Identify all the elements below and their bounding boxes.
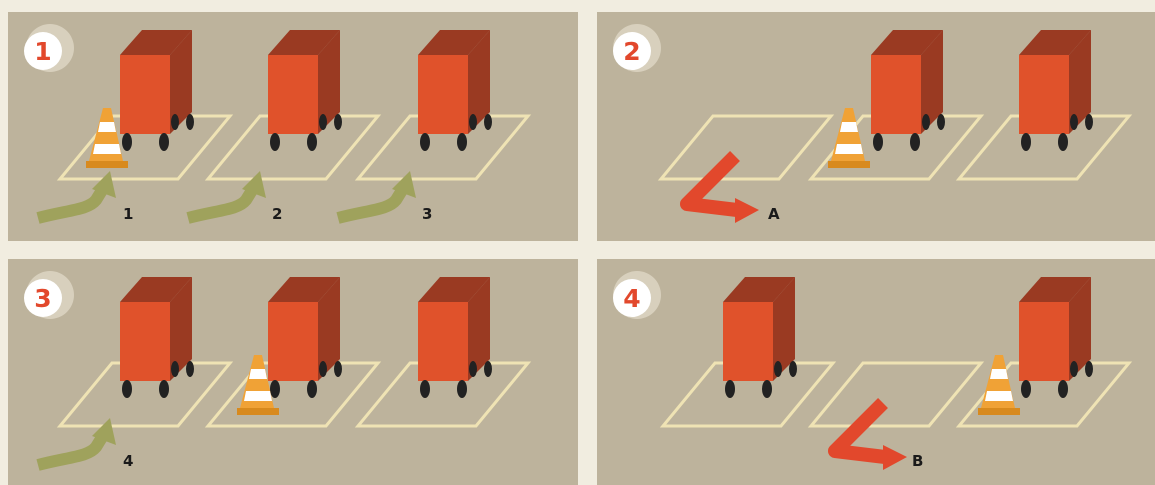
cart-icon [871, 30, 945, 151]
cart-icon [268, 277, 342, 398]
panel-number: 3 [34, 284, 51, 313]
panel-2: 2 [597, 12, 1155, 241]
path-label: 3 [422, 205, 432, 223]
cart-icon [268, 30, 342, 151]
panel-number: 1 [34, 37, 51, 66]
path-label: 2 [272, 205, 282, 223]
cart-icon [1019, 30, 1093, 151]
parking-space [661, 116, 831, 179]
cart-icon [1019, 277, 1093, 398]
panel-1: 1 [8, 12, 578, 241]
exit-label: B [912, 452, 923, 470]
turn-arrow-icon [835, 403, 907, 470]
number-badge-icon: 1 [24, 24, 74, 72]
parking-space [811, 363, 981, 426]
number-badge-icon: 2 [613, 24, 661, 72]
turn-arrow-icon [687, 156, 759, 223]
panel-4: 4 [597, 259, 1155, 485]
cart-icon [418, 277, 492, 398]
panel-3: 3 [8, 259, 578, 485]
cart-icon [418, 30, 492, 151]
path-label: 4 [123, 452, 133, 470]
cart-icon [120, 30, 194, 151]
exit-label: A [768, 205, 780, 223]
cart-icon [723, 277, 797, 398]
number-badge-icon: 4 [613, 271, 661, 319]
path-label: 1 [123, 205, 133, 223]
number-badge-icon: 3 [24, 271, 74, 319]
cart-icon [120, 277, 194, 398]
panel-number: 2 [623, 37, 640, 66]
panel-number: 4 [623, 284, 640, 313]
